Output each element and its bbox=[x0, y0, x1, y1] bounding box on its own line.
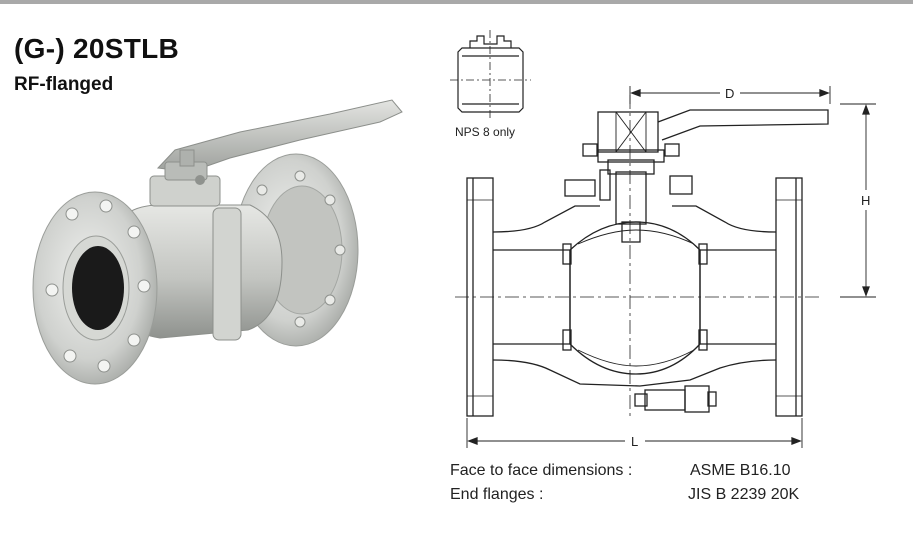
product-title: (G-) 20STLB bbox=[14, 33, 180, 64]
dimension-label-l: L bbox=[631, 434, 638, 449]
spec-label: End flanges : bbox=[450, 486, 544, 503]
spec-label: Face to face dimensions : bbox=[450, 462, 633, 479]
product-subtitle: RF-flanged bbox=[14, 74, 114, 95]
ball-valve-photo bbox=[32, 99, 403, 385]
spec-value: ASME B16.10 bbox=[690, 462, 791, 479]
dimension-label-d: D bbox=[725, 86, 734, 101]
spec-row-face-to-face: Face to face dimensions : ASME B16.10 bbox=[450, 462, 791, 480]
valve-cross-section-drawing bbox=[455, 86, 876, 448]
dimension-label-h: H bbox=[861, 193, 870, 208]
nps8-body-inset bbox=[450, 30, 531, 118]
inset-note: NPS 8 only bbox=[455, 125, 516, 139]
top-rule bbox=[0, 0, 913, 4]
spec-value: JIS B 2239 20K bbox=[688, 486, 800, 503]
spec-row-end-flanges: End flanges : JIS B 2239 20K bbox=[450, 486, 799, 504]
